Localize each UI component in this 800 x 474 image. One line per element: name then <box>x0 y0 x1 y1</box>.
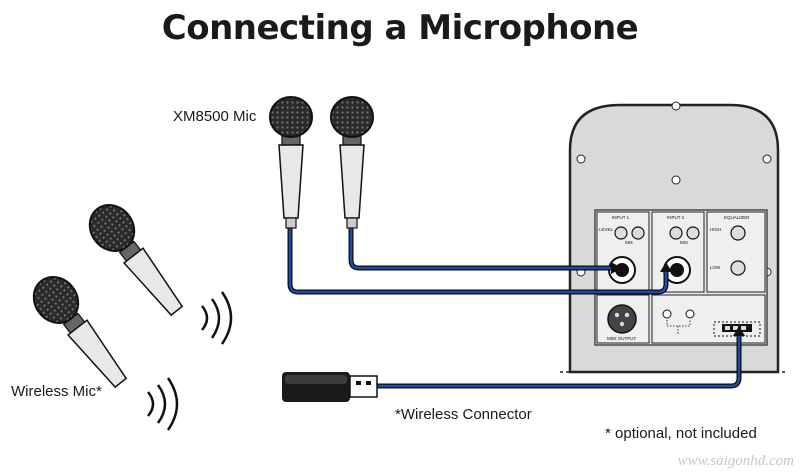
wireless-mic-1 <box>88 204 184 317</box>
wireless-connector-dongle <box>282 372 378 402</box>
level-label: LEVEL <box>599 227 614 232</box>
wireless-mic-label: Wireless Mic* <box>11 383 102 400</box>
wired-mic-2 <box>330 96 374 229</box>
mix-label-1: MIX <box>625 240 633 245</box>
small-jack-icon <box>662 309 695 319</box>
midi-output-connector-icon <box>607 304 637 334</box>
wireless-connector-label: *Wireless Connector <box>395 406 532 423</box>
signal-waves-icon <box>201 291 233 345</box>
arrow-icon <box>611 262 745 336</box>
mix-label-2: MIX <box>680 240 688 245</box>
low-label: LOW <box>710 265 721 270</box>
xlr-jack-icon <box>608 256 691 284</box>
cables <box>287 225 742 389</box>
xm8500-mic-label: XM8500 Mic <box>173 108 257 125</box>
input1-label: INPUT 1 <box>612 215 630 220</box>
footnote: * optional, not included <box>605 425 757 442</box>
midi-output-label: MIDI OUTPUT <box>607 336 636 341</box>
signal-waves-icon <box>147 377 179 431</box>
equalizer-label: EQUALIZER <box>724 215 750 220</box>
input2-label: INPUT 2 <box>667 215 685 220</box>
knob-icon <box>614 225 746 276</box>
cable-mic2-input1 <box>349 226 613 270</box>
high-label: HIGH <box>710 227 721 232</box>
wireless-mic-2 <box>32 276 128 389</box>
page-title: Connecting a Microphone <box>161 8 639 48</box>
watermark: www.saigonhd.com <box>677 453 794 469</box>
cable-wireless-usb <box>375 332 741 388</box>
rear-panel: INPUT 1 INPUT 2 EQUALIZER LEVEL MIX MIX … <box>594 209 768 346</box>
usb-port-icon <box>725 326 746 330</box>
cable-mic1-input2 <box>288 226 668 294</box>
wired-mic-1 <box>269 96 313 229</box>
